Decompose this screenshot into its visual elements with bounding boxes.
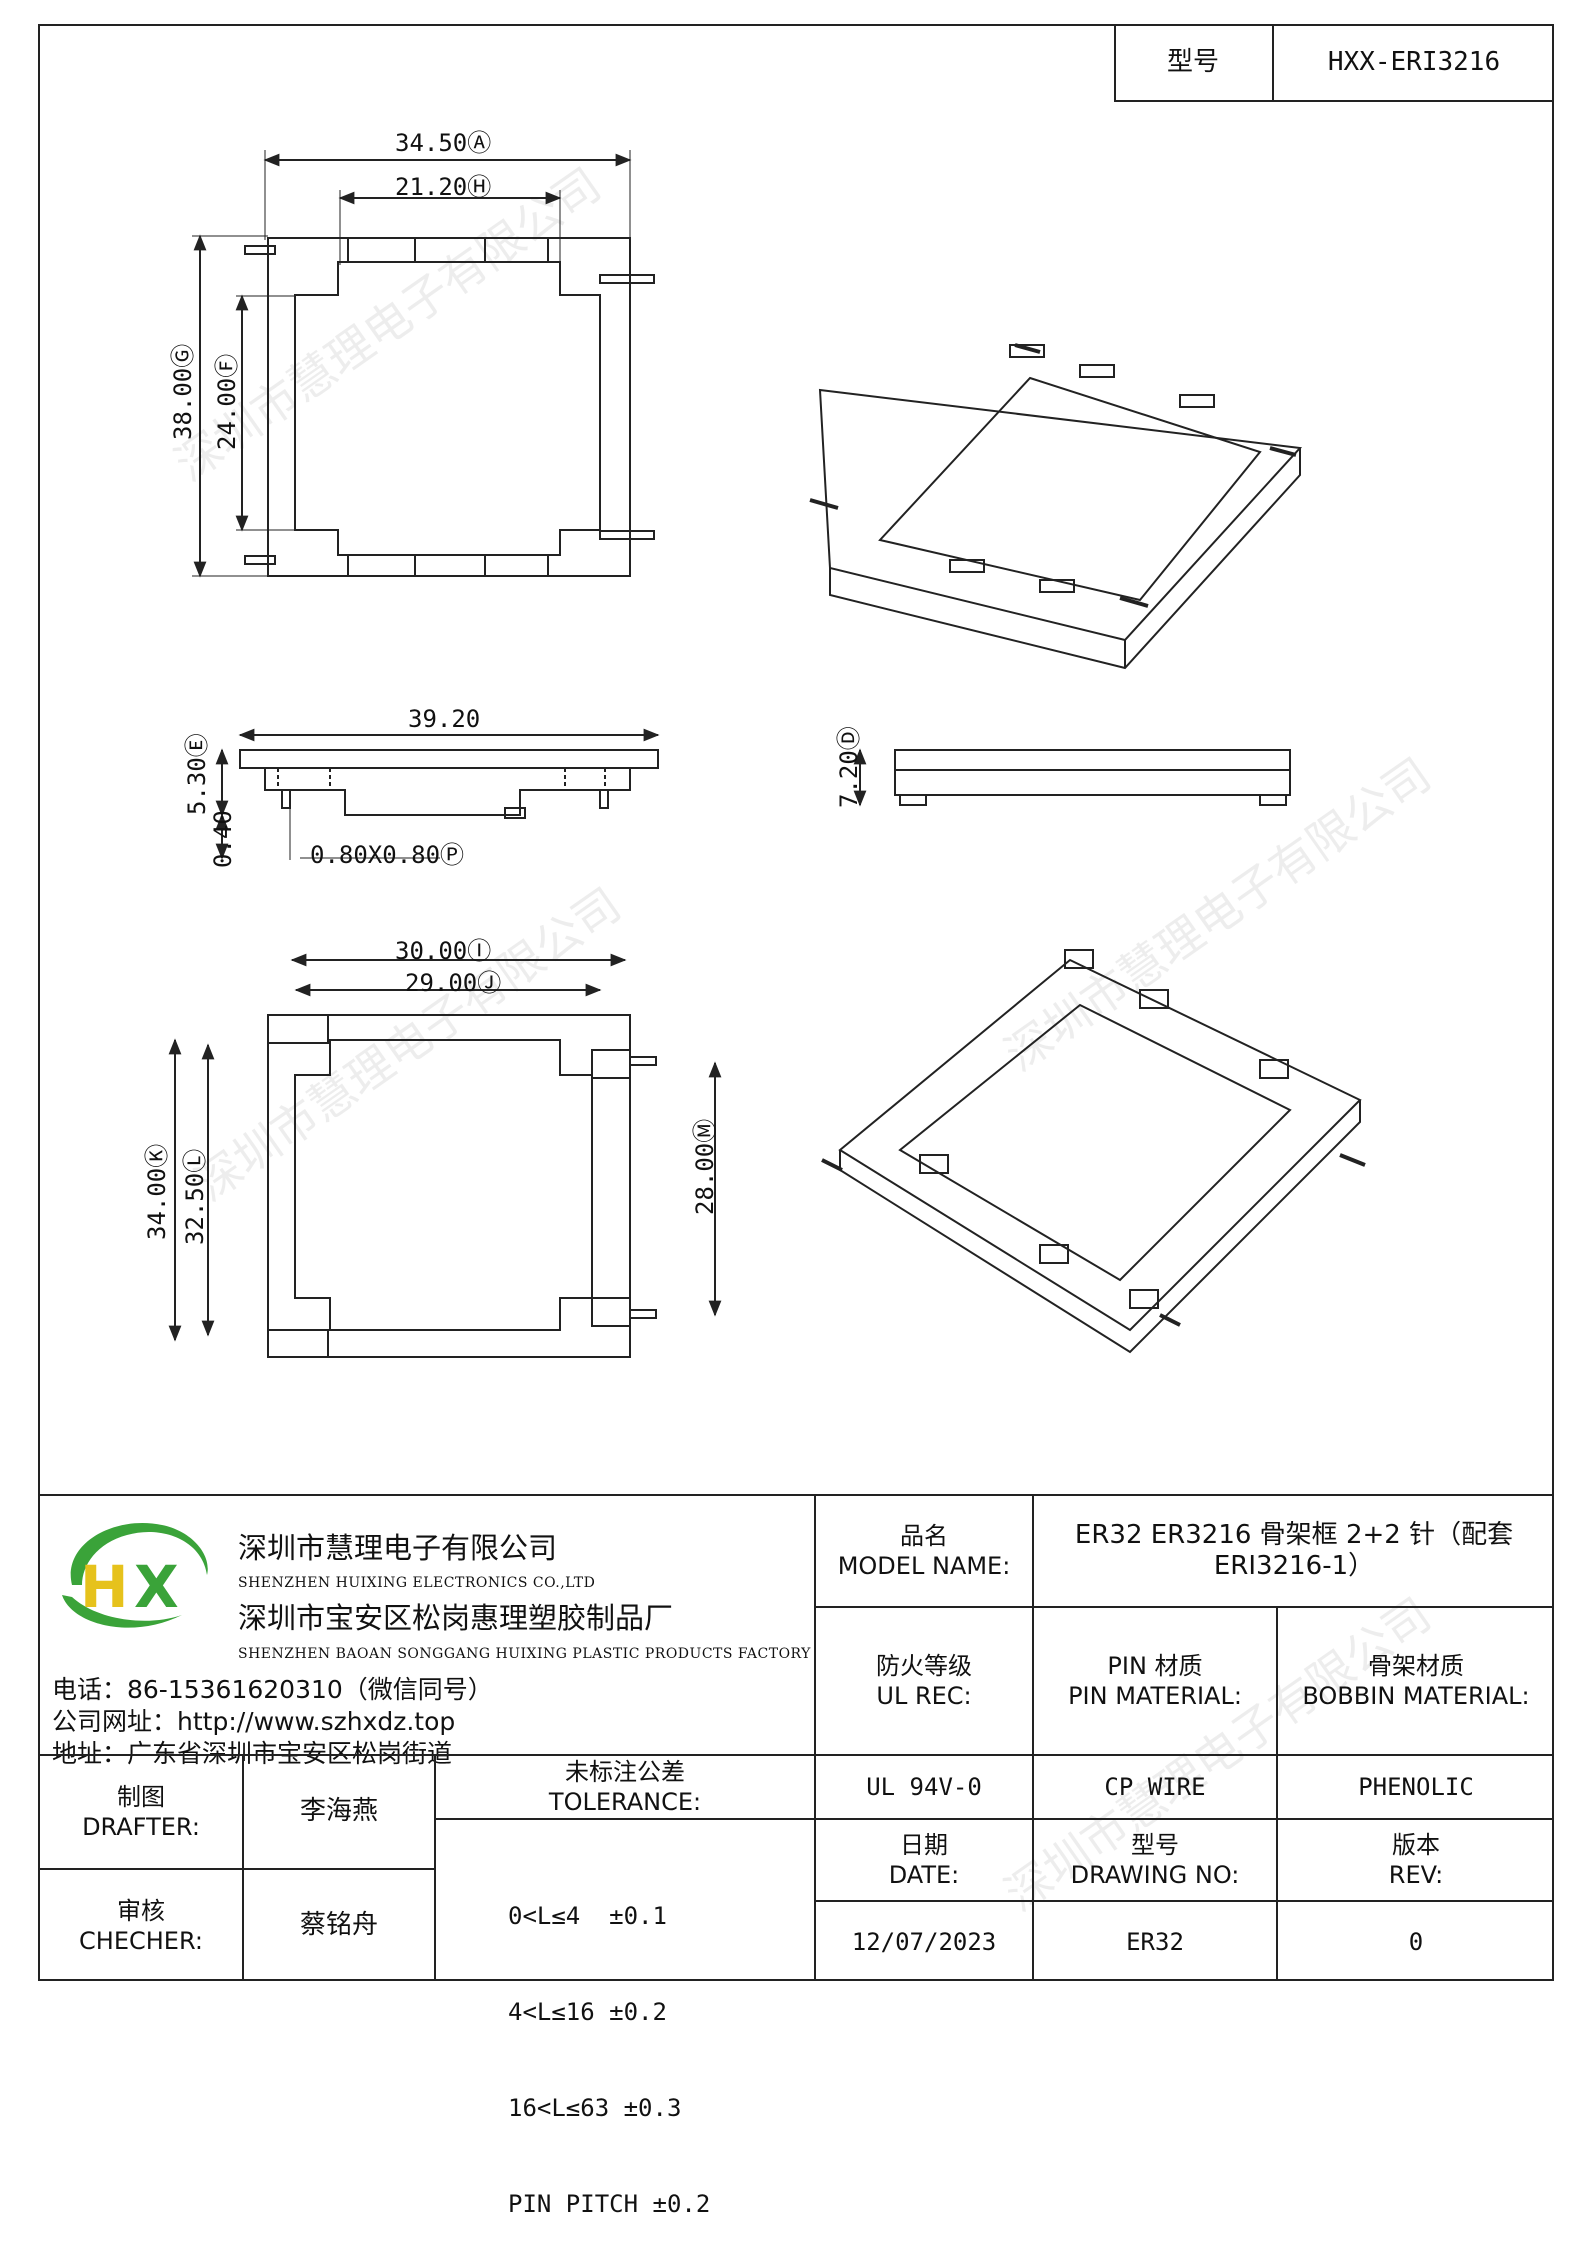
company-website: 公司网址：http://www.szhxdz.top <box>52 1707 456 1736</box>
tol-line: 4<L≤16 ±0.2 <box>508 1998 667 2026</box>
iso-view-1 <box>809 343 1303 670</box>
dim-inner-l: 32.50Ⓛ <box>181 1148 209 1245</box>
dim-inner-h: 21.20Ⓗ <box>395 173 492 201</box>
tol-cn: 未标注公差 <box>565 1758 685 1786</box>
bobbin-value: PHENOLIC <box>1358 1773 1474 1801</box>
side-view <box>215 728 660 860</box>
model-name-en: MODEL NAME: <box>837 1552 1011 1580</box>
dim-pins-m: 28.00Ⓜ <box>691 1118 719 1215</box>
tolerance-table: 0<L≤4 ±0.1 4<L≤16 ±0.2 16<L≤63 ±0.3 PIN … <box>508 1836 710 2252</box>
drafter-cn: 制图 <box>117 1783 165 1811</box>
checker-name: 蔡铭舟 <box>299 1909 378 1940</box>
dwg-cn: 型号 <box>1131 1831 1179 1859</box>
drawing-no-value: ER32 <box>1126 1927 1184 1956</box>
ul-rec-label: 防火等级 UL REC: <box>816 1608 1032 1754</box>
pin-en: PIN MATERIAL: <box>1068 1682 1242 1710</box>
dim-inner-j: 29.00Ⓙ <box>405 969 502 997</box>
tol-line: 0<L≤4 ±0.1 <box>508 1902 667 1930</box>
end-view <box>853 748 1291 807</box>
date-value: 12/07/2023 <box>851 1927 997 1956</box>
dim-width-a: 34.50Ⓐ <box>395 129 492 157</box>
bottom-view <box>168 953 722 1358</box>
company-address: 地址：广东省深圳市宝安区松岗街道 <box>52 1739 453 1768</box>
tolerance-label: 未标注公差 TOLERANCE: <box>436 1756 814 1818</box>
dim-inner-f: 24.00Ⓕ <box>213 353 241 450</box>
rev-value: 0 <box>1408 1927 1424 1956</box>
rev-en: REV: <box>1388 1861 1444 1889</box>
model-name-label: 品名 MODEL NAME: <box>816 1496 1032 1606</box>
date-en: DATE: <box>888 1861 960 1889</box>
pin-cn: PIN 材质 <box>1107 1652 1203 1680</box>
logo-h: H <box>80 1553 129 1621</box>
company-name-en: SHENZHEN HUIXING ELECTRONICS CO.,LTD <box>238 1575 596 1591</box>
dim-height-d: 7.20Ⓓ <box>835 726 863 808</box>
model-value: HXX-ERI3216 <box>1327 47 1501 78</box>
dim-height-g: 38.00Ⓖ <box>169 343 197 440</box>
bobbin-cn: 骨架材质 <box>1368 1652 1464 1680</box>
model-label: 型号 <box>1166 47 1219 78</box>
top-view <box>192 150 655 578</box>
dim-width-i: 30.00Ⓘ <box>395 937 492 965</box>
bobbin-material-label: 骨架材质 BOBBIN MATERIAL: <box>1278 1608 1554 1754</box>
bobbin-en: BOBBIN MATERIAL: <box>1302 1682 1530 1710</box>
ul-en: UL REC: <box>876 1682 972 1710</box>
pin-material-label: PIN 材质 PIN MATERIAL: <box>1034 1608 1276 1754</box>
date-label: 日期 DATE: <box>816 1820 1032 1900</box>
dim-height-e: 5.30Ⓔ <box>183 733 211 815</box>
tol-line: PIN PITCH ±0.2 <box>508 2190 711 2218</box>
dim-pin-size: 0.80X0.80Ⓟ <box>310 841 465 869</box>
date-cn: 日期 <box>900 1831 948 1859</box>
rev-label: 版本 REV: <box>1278 1820 1554 1900</box>
pin-value: CP WIRE <box>1104 1773 1206 1801</box>
drawing-frame <box>38 24 1554 1981</box>
dwg-en: DRAWING NO: <box>1070 1861 1240 1889</box>
ul-cn: 防火等级 <box>876 1652 972 1680</box>
factory-name-en: SHENZHEN BAOAN SONGGANG HUIXING PLASTIC … <box>238 1646 811 1662</box>
header-box <box>1114 24 1554 102</box>
factory-name-cn: 深圳市宝安区松岗惠理塑胶制品厂 <box>238 1601 674 1635</box>
drafter-name: 李海燕 <box>299 1796 378 1827</box>
dim-pin: 0.40 <box>209 810 237 868</box>
iso-view-2 <box>821 949 1366 1354</box>
checker-en: CHECHER: <box>79 1926 203 1955</box>
model-name-cn: 品名 <box>900 1522 948 1550</box>
ul-value: UL 94V-0 <box>866 1773 982 1801</box>
tol-en: TOLERANCE: <box>548 1788 702 1816</box>
drawing-no-label: 型号 DRAWING NO: <box>1034 1820 1276 1900</box>
rev-cn: 版本 <box>1392 1831 1440 1859</box>
dim-length: 39.20 <box>408 705 481 733</box>
model-name-value: ER32 ER3216 骨架框 2+2 针（配套 ERI3216-1） <box>1074 1519 1514 1581</box>
company-logo: H X <box>52 1515 217 1635</box>
company-phone: 电话：86-15361620310（微信同号） <box>52 1675 493 1704</box>
checker-label: 审核 CHECHER: <box>40 1870 242 1981</box>
drafter-label: 制图 DRAFTER: <box>40 1756 242 1868</box>
logo-x: X <box>134 1553 179 1621</box>
checker-cn: 审核 <box>117 1896 165 1925</box>
dim-height-k: 34.00Ⓚ <box>143 1143 171 1240</box>
drafter-en: DRAFTER: <box>82 1813 200 1841</box>
technical-drawings <box>168 150 1366 1358</box>
tol-line: 16<L≤63 ±0.3 <box>508 2094 682 2122</box>
company-name-cn: 深圳市慧理电子有限公司 <box>238 1531 558 1565</box>
